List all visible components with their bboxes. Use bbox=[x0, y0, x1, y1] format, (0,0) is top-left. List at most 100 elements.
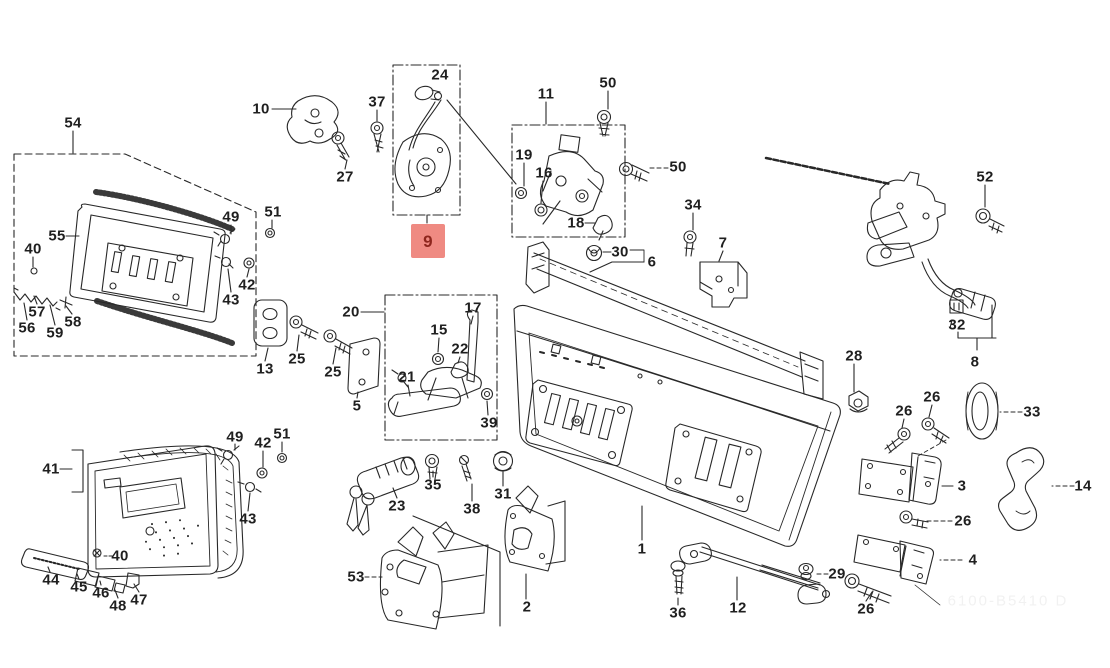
handle-group-20 bbox=[360, 294, 498, 441]
part-label-32[interactable]: 32 bbox=[948, 316, 966, 334]
part-label-24[interactable]: 24 bbox=[431, 66, 449, 84]
lock-actuator-group-9 bbox=[392, 64, 517, 224]
bracket-53 bbox=[364, 515, 501, 630]
part-label-31[interactable]: 31 bbox=[494, 485, 512, 503]
part-label-43a[interactable]: 43 bbox=[222, 291, 240, 309]
watermark-code: 6100-B5410 D bbox=[947, 592, 1069, 610]
bolt-26-bottom bbox=[844, 573, 892, 604]
part-label-36[interactable]: 36 bbox=[669, 604, 687, 622]
clip-30 bbox=[585, 244, 612, 262]
part-label-35[interactable]: 35 bbox=[424, 476, 442, 494]
key-cylinder-23 bbox=[346, 456, 420, 536]
part-label-26a[interactable]: 26 bbox=[895, 402, 913, 420]
part-label-4[interactable]: 4 bbox=[968, 551, 978, 569]
part-label-51a[interactable]: 51 bbox=[264, 203, 282, 221]
part-label-12[interactable]: 12 bbox=[729, 599, 747, 617]
part-label-34[interactable]: 34 bbox=[684, 196, 702, 214]
bolt-25-left bbox=[289, 315, 319, 352]
bolt-26-middle bbox=[899, 510, 953, 529]
part-label-52[interactable]: 52 bbox=[976, 168, 994, 186]
bolt-26-upper-right bbox=[917, 404, 950, 457]
screw-38 bbox=[458, 454, 473, 502]
bolt-26-upper-left bbox=[884, 418, 911, 454]
part-label-17[interactable]: 17 bbox=[464, 299, 482, 317]
part-label-8[interactable]: 8 bbox=[970, 353, 980, 371]
part-label-37[interactable]: 37 bbox=[368, 93, 386, 111]
part-label-42b[interactable]: 42 bbox=[254, 434, 272, 452]
bolt-52 bbox=[975, 184, 1005, 234]
gas-stay-12 bbox=[679, 542, 831, 605]
part-label-5[interactable]: 5 bbox=[352, 397, 362, 415]
part-label-27[interactable]: 27 bbox=[336, 168, 354, 186]
part-label-7[interactable]: 7 bbox=[718, 234, 728, 252]
stiffener-beam-6 bbox=[525, 241, 824, 400]
part-label-47[interactable]: 47 bbox=[130, 591, 148, 609]
part-label-2[interactable]: 2 bbox=[522, 598, 532, 616]
part-label-18[interactable]: 18 bbox=[567, 214, 585, 232]
part-label-49a[interactable]: 49 bbox=[222, 208, 240, 226]
plate-5 bbox=[347, 337, 381, 399]
part-label-1[interactable]: 1 bbox=[637, 540, 647, 558]
part-label-29[interactable]: 29 bbox=[828, 565, 846, 583]
part-label-56[interactable]: 56 bbox=[18, 319, 36, 337]
bolt-27 bbox=[331, 131, 350, 170]
part-label-28[interactable]: 28 bbox=[845, 347, 863, 365]
part-label-22[interactable]: 22 bbox=[451, 340, 469, 358]
part-label-40b[interactable]: 40 bbox=[111, 547, 129, 565]
part-label-57[interactable]: 57 bbox=[28, 303, 46, 321]
back-panel-group bbox=[13, 130, 276, 357]
part-label-30[interactable]: 30 bbox=[611, 243, 629, 261]
part-label-9[interactable]: 9 bbox=[411, 224, 445, 258]
part-label-23[interactable]: 23 bbox=[388, 497, 406, 515]
grommet-31 bbox=[492, 450, 514, 487]
part-label-39[interactable]: 39 bbox=[480, 414, 498, 432]
part-label-48[interactable]: 48 bbox=[109, 597, 127, 615]
nut-29 bbox=[798, 562, 829, 581]
bolt-34 bbox=[683, 212, 697, 257]
part-label-26d[interactable]: 26 bbox=[857, 600, 875, 618]
bracket-7 bbox=[699, 250, 748, 308]
part-label-3[interactable]: 3 bbox=[957, 477, 967, 495]
bracket-2 bbox=[504, 485, 566, 600]
part-label-14[interactable]: 14 bbox=[1074, 477, 1092, 495]
part-label-15[interactable]: 15 bbox=[430, 321, 448, 339]
part-label-33[interactable]: 33 bbox=[1023, 403, 1041, 421]
part-label-46[interactable]: 46 bbox=[92, 584, 110, 602]
part-label-58[interactable]: 58 bbox=[64, 313, 82, 331]
part-label-54[interactable]: 54 bbox=[64, 114, 82, 132]
part-label-55[interactable]: 55 bbox=[48, 227, 66, 245]
part-label-16[interactable]: 16 bbox=[535, 164, 553, 182]
part-label-26b[interactable]: 26 bbox=[923, 388, 941, 406]
part-label-11[interactable]: 11 bbox=[537, 85, 555, 103]
bolt-37 bbox=[370, 109, 384, 153]
part-label-59[interactable]: 59 bbox=[46, 324, 64, 342]
hinge-4 bbox=[853, 534, 963, 606]
part-label-41[interactable]: 41 bbox=[42, 460, 60, 478]
part-label-10[interactable]: 10 bbox=[252, 100, 270, 118]
part-label-26c[interactable]: 26 bbox=[954, 512, 972, 530]
part-label-49b[interactable]: 49 bbox=[226, 428, 244, 446]
cushion-13 bbox=[253, 299, 288, 362]
part-label-20[interactable]: 20 bbox=[342, 303, 360, 321]
part-label-21[interactable]: 21 bbox=[398, 368, 416, 386]
part-label-50a[interactable]: 50 bbox=[599, 74, 617, 92]
part-label-6[interactable]: 6 bbox=[647, 253, 657, 271]
part-label-13[interactable]: 13 bbox=[256, 360, 274, 378]
part-label-51b[interactable]: 51 bbox=[273, 425, 291, 443]
part-label-45[interactable]: 45 bbox=[70, 578, 88, 596]
part-label-43b[interactable]: 43 bbox=[239, 510, 257, 528]
part-label-53[interactable]: 53 bbox=[347, 568, 365, 586]
part-label-25a[interactable]: 25 bbox=[288, 350, 306, 368]
part-label-38[interactable]: 38 bbox=[463, 500, 481, 518]
part-label-50b[interactable]: 50 bbox=[669, 158, 687, 176]
bolt-50-right bbox=[618, 161, 669, 182]
part-label-42a[interactable]: 42 bbox=[238, 276, 256, 294]
part-label-40a[interactable]: 40 bbox=[24, 240, 42, 258]
hinge-3 bbox=[858, 452, 954, 505]
part-label-19[interactable]: 19 bbox=[515, 146, 533, 164]
bolt-36 bbox=[670, 560, 686, 606]
part-label-25b[interactable]: 25 bbox=[324, 363, 342, 381]
part-label-44[interactable]: 44 bbox=[42, 571, 60, 589]
